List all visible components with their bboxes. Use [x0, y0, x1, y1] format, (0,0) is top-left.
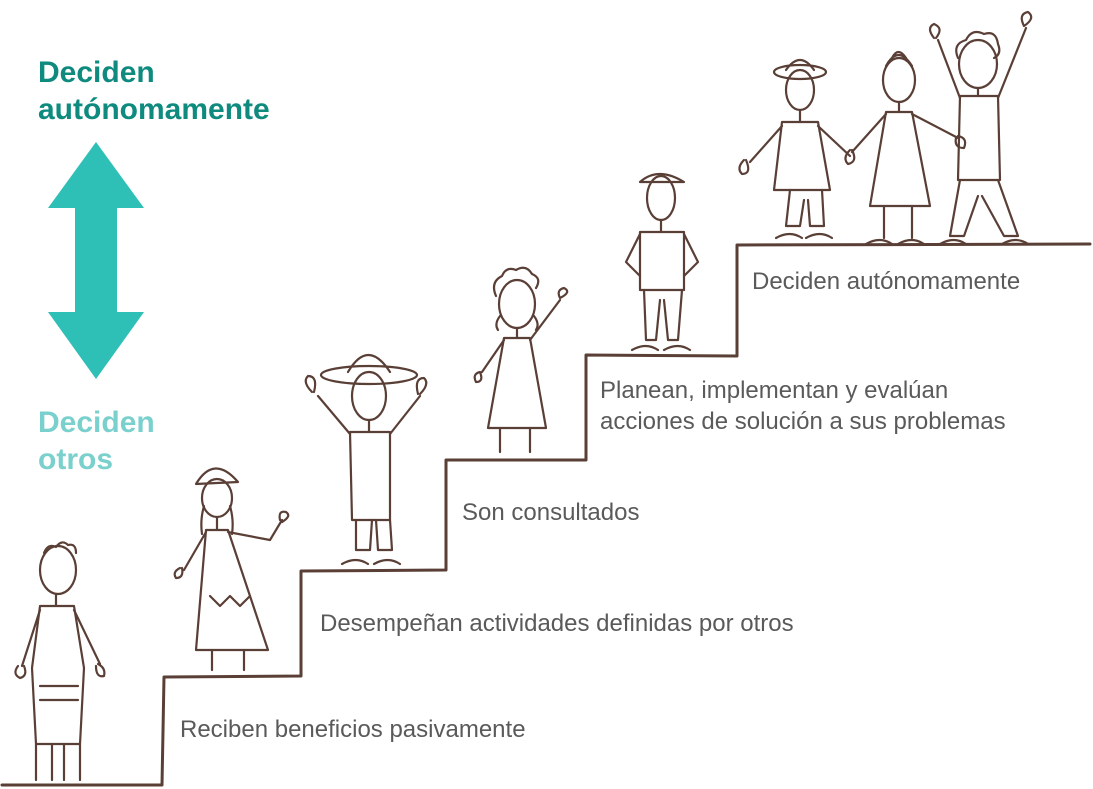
step-3-label: Son consultados — [462, 497, 639, 528]
step-5-label: Deciden autónomamente — [752, 266, 1020, 297]
step-4-label-line-2: acciones de solución a sus problemas — [600, 408, 1006, 435]
staircase-outline — [0, 242, 1092, 787]
top-scale-label-line-2: autónomamente — [38, 93, 270, 126]
arrow-up-head — [48, 142, 144, 208]
bottom-scale-label-line-1: Deciden — [38, 406, 155, 439]
figure-6-person-icon — [738, 58, 852, 240]
step-3-label-line-1: Son consultados — [462, 499, 640, 526]
bottom-scale-label: Deciden otros — [38, 404, 155, 478]
step-2-label: Desempeñan actividades definidas por otr… — [320, 608, 794, 639]
step-4-label: Planean, implementan y evalúan acciones … — [600, 375, 1006, 437]
figure-1-person-icon — [14, 541, 106, 782]
figure-8-person-icon — [928, 10, 1033, 246]
figure-5-person-icon — [624, 172, 700, 352]
figure-7-person-icon — [844, 50, 967, 246]
figure-3-person-icon — [304, 354, 428, 566]
step-2-label-line-1: Desempeñan actividades definidas por otr… — [320, 610, 794, 637]
figure-2-person-icon — [173, 467, 290, 672]
top-scale-label: Deciden autónomamente — [38, 54, 270, 128]
top-scale-label-line-1: Deciden — [38, 56, 155, 89]
step-5-label-line-1: Deciden autónomamente — [752, 268, 1021, 295]
step-1-label-line-1: Reciben beneficios pasivamente — [180, 716, 526, 743]
double-arrow-icon — [48, 142, 144, 379]
step-4-label-line-1: Planean, implementan y evalúan — [600, 377, 949, 404]
step-1-label: Reciben beneficios pasivamente — [180, 714, 526, 745]
bottom-scale-label-line-2: otros — [38, 443, 113, 476]
arrow-shaft — [75, 208, 117, 312]
arrow-down-head — [48, 312, 144, 379]
figure-4-person-icon — [473, 266, 569, 454]
